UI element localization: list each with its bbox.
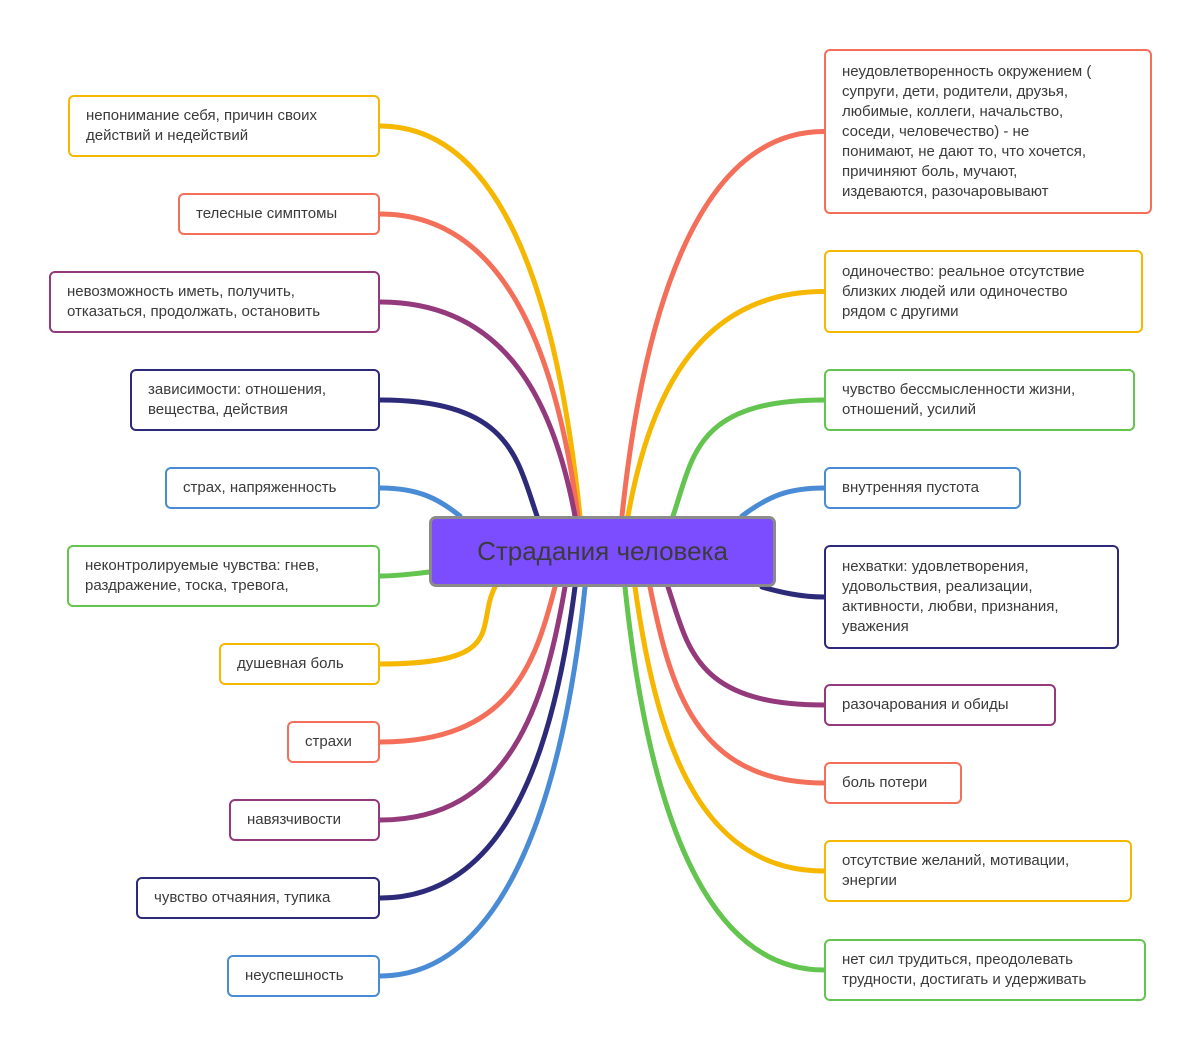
left-node-impossibility[interactable]: невозможность иметь, получить, отказатьс… [49,271,380,333]
left-link-9 [377,584,578,901]
right-node-shortages[interactable]: нехватки: удовлетворения, удовольствия, … [824,545,1119,649]
left-link-8 [377,584,568,823]
right-link-4 [759,584,827,600]
left-node-obsessions[interactable]: навязчивости [229,799,380,841]
left-link-1 [377,211,581,519]
right-node-pain-of-loss[interactable]: боль потери [824,762,962,804]
right-link-3 [739,485,827,519]
right-node-meaninglessness[interactable]: чувство бессмысленности жизни, отношений… [824,369,1135,431]
left-node-uncontrolled-feelings[interactable]: неконтролируемые чувства: гнев, раздраже… [67,545,380,607]
right-link-0 [619,129,827,519]
left-link-2 [377,299,578,519]
right-link-8 [622,584,827,973]
right-node-disappointments[interactable]: разочарования и обиды [824,684,1056,726]
left-node-mental-pain[interactable]: душевная боль [219,643,380,685]
right-node-inner-emptiness[interactable]: внутренняя пустота [824,467,1021,509]
left-node-despair[interactable]: чувство отчаяния, тупика [136,877,380,919]
left-link-7 [377,584,558,745]
left-node-addictions[interactable]: зависимости: отношения, вещества, действ… [130,369,380,431]
left-node-bodily-symptoms[interactable]: телесные симптомы [178,193,380,235]
right-node-loneliness[interactable]: одиночество: реальное отсутствие близких… [824,250,1143,333]
right-link-5 [665,584,827,708]
right-link-7 [632,584,827,874]
left-link-3 [377,397,540,519]
right-link-2 [670,397,827,519]
left-node-fears[interactable]: страхи [287,721,380,763]
right-node-environment-dissatisfaction[interactable]: неудовлетворенность окружением ( супруги… [824,49,1152,214]
right-link-1 [625,289,827,519]
right-node-no-desires[interactable]: отсутствие желаний, мотивации, энергии [824,840,1132,902]
left-link-5 [377,569,433,579]
left-link-10 [377,584,588,979]
left-link-6 [377,584,498,667]
left-link-0 [377,123,583,519]
left-node-failure[interactable]: неуспешность [227,955,380,997]
central-topic[interactable]: Страдания человека [429,516,776,587]
left-link-4 [377,485,463,519]
right-link-6 [647,584,827,786]
left-node-fear-tension[interactable]: страх, напряженность [165,467,380,509]
left-node-self-misunderstanding[interactable]: непонимание себя, причин своих действий … [68,95,380,157]
right-node-no-strength[interactable]: нет сил трудиться, преодолевать трудност… [824,939,1146,1001]
